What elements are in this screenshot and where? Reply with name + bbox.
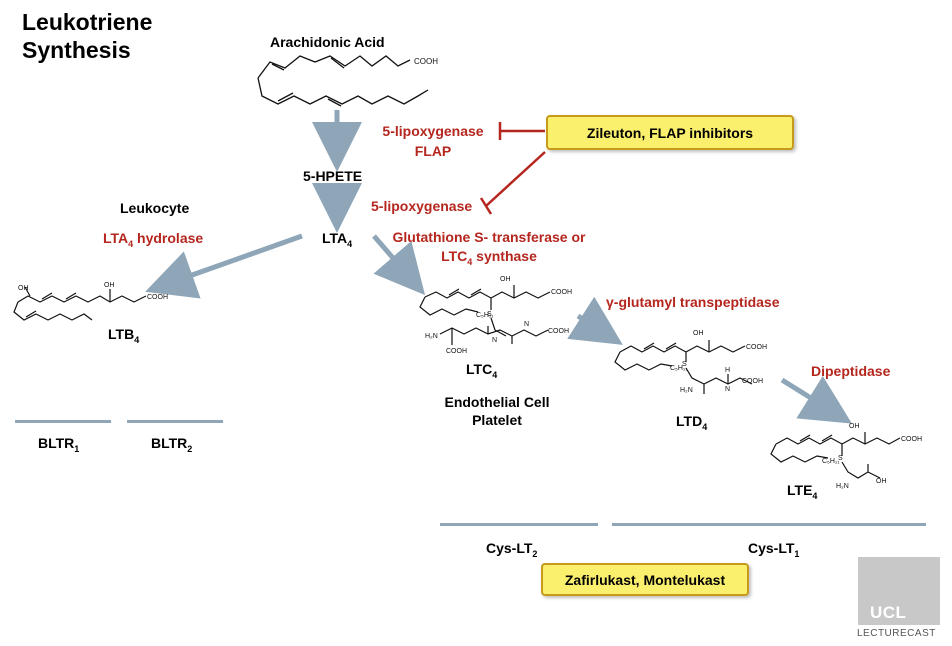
ltd4-cooh-1: COOH (746, 344, 767, 351)
ltc4-n-1: N (492, 337, 497, 344)
ltd4-cooh-2: COOH (742, 378, 763, 385)
title-line-1: Leukotriene (22, 9, 153, 35)
ltd4-h2n: H₂N (680, 387, 693, 394)
hpete-label: 5-HPETE (303, 168, 363, 184)
bltr1-bar (15, 420, 111, 423)
flap-label: FLAP (414, 143, 452, 159)
platelet-label: Platelet (472, 412, 522, 428)
arachidonic-acid-structure (257, 55, 429, 107)
cyslt1-label: Cys-LT1 (748, 540, 800, 559)
ltc4-cooh-3: COOH (548, 328, 569, 335)
ltc4-label: LTC4 (466, 361, 498, 380)
arrow-lta4-to-ltb4 (145, 233, 303, 299)
ltb4-label: LTB4 (108, 326, 140, 345)
lte4-s: S (838, 455, 843, 462)
ltc4-n-2: N (524, 321, 529, 328)
gst-line-2: LTC4 synthase (441, 248, 537, 267)
gst-line-1: Glutathione S- transferase or (392, 229, 586, 245)
lta4-hydrolase-label: LTA4 hydrolase (103, 230, 204, 249)
lte4-oh: OH (849, 423, 860, 430)
ltd4-label: LTD4 (676, 413, 708, 432)
ltc4-structure (419, 285, 551, 345)
ltd4-h: H (725, 367, 730, 374)
ucl-logo-text: UCL (870, 603, 907, 622)
ltc4-c5h11: C₅H₁₁ (476, 312, 494, 319)
cyslt1-bar (612, 523, 926, 526)
lte4-label: LTE4 (787, 482, 818, 501)
ltd4-s: S (682, 361, 687, 368)
lipoxygenase-label-2: 5-lipoxygenase (371, 198, 473, 214)
ltc4-cooh-2: COOH (446, 348, 467, 355)
ltd4-oh: OH (693, 330, 704, 337)
aa-cooh-label: COOH (414, 57, 438, 66)
dipeptidase-label: Dipeptidase (811, 363, 891, 379)
cyslt2-label: Cys-LT2 (486, 540, 538, 559)
lecturecast-label: LECTURECAST (857, 628, 936, 639)
bltr2-bar (127, 420, 223, 423)
inhibition-bar-2 (479, 197, 493, 215)
title-line-2: Synthesis (22, 37, 131, 63)
endothelial-platelet-label: Endothelial Cell Platelet (432, 393, 562, 429)
ltc4-s: S (487, 311, 492, 318)
arrow-ltd4-to-lte4 (780, 375, 852, 424)
endothelial-label: Endothelial Cell (444, 394, 550, 410)
page-title: Leukotriene Synthesis (22, 8, 152, 64)
zileuton-box: Zileuton, FLAP inhibitors (546, 115, 794, 150)
cyslt2-bar (440, 523, 598, 526)
lte4-c5h11: C₅H₁₁ (822, 458, 840, 465)
lte4-structure (770, 432, 901, 479)
arrow-ltc4-to-ltd4 (567, 296, 623, 345)
ucl-logo (858, 557, 940, 625)
lipoxygenase-flap-label: 5-lipoxygenase FLAP (371, 121, 495, 161)
arrow-lta4-to-ltc4 (372, 234, 426, 296)
zafirlukast-box: Zafirlukast, Montelukast (541, 563, 749, 596)
leukocyte-label: Leukocyte (120, 200, 190, 216)
lta4-label: LTA4 (322, 230, 353, 249)
ltd4-c5h11: C₅H₁₁ (670, 365, 688, 372)
bltr2-label: BLTR2 (151, 435, 193, 454)
ltc4-cooh-1: COOH (551, 289, 572, 296)
ltd4-structure (614, 340, 753, 394)
lipoxygenase-label-1: 5-lipoxygenase (382, 123, 484, 139)
lte4-oh-2: OH (876, 478, 887, 485)
ltb4-structure (13, 286, 147, 321)
inhibition-line-2 (485, 151, 546, 207)
lte4-cooh: COOH (901, 436, 922, 443)
ltc4-h2n: H₂N (425, 333, 438, 340)
ltc4-oh: OH (500, 276, 511, 283)
arachidonic-acid-label: Arachidonic Acid (270, 34, 385, 50)
lte4-h2n: H₂N (836, 483, 849, 490)
ltb4-oh-2: OH (104, 282, 115, 289)
ltd4-n: N (725, 386, 730, 393)
bltr1-label: BLTR1 (38, 435, 80, 454)
glutathione-transferase-label: Glutathione S- transferase or LTC4 synth… (383, 228, 595, 272)
ggt-label: γ-glutamyl transpeptidase (606, 294, 780, 310)
ltb4-cooh: COOH (147, 294, 168, 301)
ltb4-oh-1: OH (18, 285, 29, 292)
